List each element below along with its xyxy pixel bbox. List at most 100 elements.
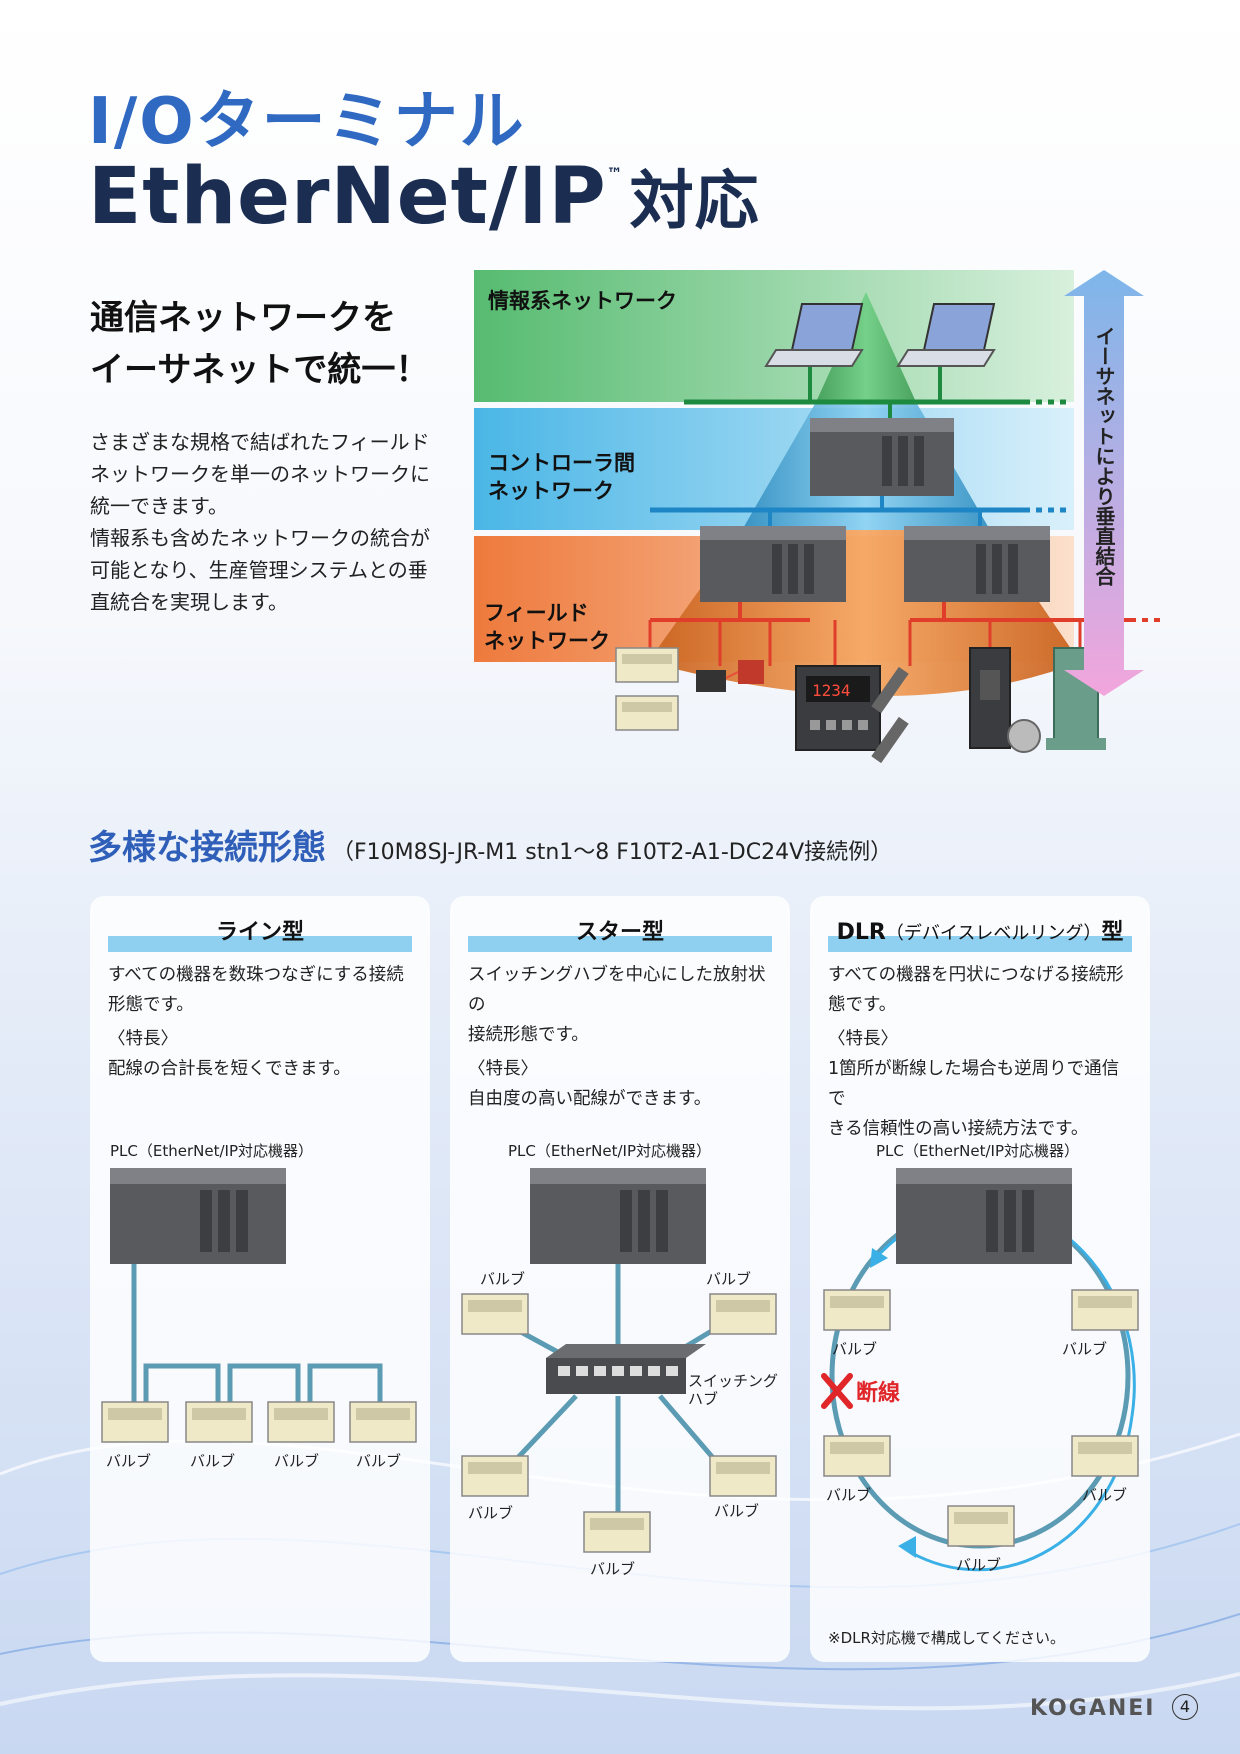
laptop-icon (764, 303, 864, 367)
valve-manifold-icon (583, 1511, 651, 1553)
valve-label: バルブ (468, 1504, 513, 1522)
break-label: 断線 (856, 1380, 900, 1406)
panel-dlr-feature-label: 〈特長〉 (828, 1029, 898, 1049)
valve-manifold-icon (267, 1401, 335, 1443)
layer-info-label: 情報系ネットワーク (488, 289, 677, 313)
panel-dlr-feature-text: きる信頼性の高い接続方法です。 (828, 1119, 1089, 1139)
page-number: 4 (1172, 1694, 1198, 1720)
panel-line-feature-text: 配線の合計長を短くできます。 (108, 1059, 351, 1079)
lead-line-1: 通信ネットワークを (90, 298, 396, 338)
lead-heading: 通信ネットワークを イーサネットで統一！ (90, 292, 429, 396)
plc-icon (530, 1168, 706, 1264)
valve-manifold-icon (615, 695, 679, 731)
section-title-sub: （F10M8SJ-JR-M1 stn1〜8 F10T2-A1-DC24V接続例） (332, 840, 893, 865)
break-x-icon (821, 1373, 853, 1409)
valve-manifold-icon (349, 1401, 417, 1443)
valve-manifold-icon (823, 1289, 891, 1331)
plc-icon (896, 1168, 1072, 1264)
valve-label: バルブ (1062, 1340, 1107, 1358)
layer-controller-label-2: ネットワーク (488, 479, 614, 503)
layer-controller-label-1: コントローラ間 (488, 451, 635, 475)
panel-star-feature-text: 自由度の高い配線ができます。 (468, 1089, 712, 1109)
panel-line-desc-line: すべての機器を数珠つなぎにする接続 (108, 965, 404, 985)
valve-label: バルブ (590, 1560, 635, 1578)
valve-label: バルブ (106, 1452, 151, 1470)
lead-line-2: イーサネットで統一！ (90, 350, 430, 390)
valve-label: バルブ (956, 1556, 1001, 1574)
intro-body-line: 統一できます。 (90, 494, 228, 518)
valve-manifold-icon (947, 1505, 1015, 1547)
vertical-integration-label: イーサネットにより垂直結合 (1092, 326, 1116, 586)
valve-manifold-icon (709, 1293, 777, 1335)
plc-icon (700, 526, 846, 602)
section-title-main: 多様な接続形態 (88, 828, 326, 868)
hub-label-2: ハブ (688, 1390, 718, 1408)
layer-field-label-1: フィールド (484, 601, 589, 625)
koganei-logo: KOGANEI (1030, 1696, 1156, 1721)
panel-line-desc-line: 形態です。 (108, 995, 194, 1015)
pyramid-top (816, 292, 916, 402)
panel-line-title-text: ライン型 (215, 920, 304, 945)
panel-dlr-desc: すべての機器を円状につなげる接続形 態です。 〈特長〉 1箇所が断線した場合も逆… (828, 960, 1136, 1144)
intro-body-line: 可能となり、生産管理システムとの垂 (90, 558, 428, 582)
robot-arm-icon (1046, 647, 1106, 750)
page-title-ethernet-ip: EtherNet/IP™ 対応 (88, 150, 760, 242)
servo-driver-icon (969, 647, 1041, 753)
panel-line-topology: ライン型 すべての機器を数珠つなぎにする接続 形態です。 〈特長〉 配線の合計長… (90, 896, 430, 1662)
panel-line-desc: すべての機器を数珠つなぎにする接続 形態です。 〈特長〉 配線の合計長を短くでき… (108, 960, 416, 1084)
panel-star-title-text: スター型 (575, 920, 664, 945)
valve-manifold-icon (461, 1455, 529, 1497)
valve-label: バルブ (274, 1452, 319, 1470)
valve-manifold-icon (615, 647, 679, 683)
proximity-sensor-icon (871, 666, 909, 764)
panel-star-topology: スター型 スイッチングハブを中心にした放射状の 接続形態です。 〈特長〉 自由度… (450, 896, 790, 1662)
network-hierarchy-diagram: 1234 情報系ネットワーク コントローラ間 ネットワーク フィールド ネットワ… (474, 270, 1160, 764)
title-suffix: 対応 (629, 165, 760, 239)
valve-label: バルブ (714, 1502, 759, 1520)
valve-label: バルブ (826, 1486, 871, 1504)
plc-icon (110, 1168, 286, 1264)
intro-body-line: さまざまな規格で結ばれたフィールド (90, 430, 430, 454)
panel-dlr-desc-line: すべての機器を円状につなげる接続形 (828, 965, 1124, 985)
svg-text:1234: 1234 (812, 681, 851, 700)
valve-label: バルブ (356, 1452, 401, 1470)
temperature-controller-icon: 1234 (795, 665, 881, 751)
plc-label: PLC（EtherNet/IP対応機器） (110, 1142, 313, 1160)
brand-ethernet-ip: EtherNet/IP (88, 152, 607, 242)
intro-body-line: 情報系も含めたネットワークの統合が (90, 526, 430, 550)
valve-manifold-icon (709, 1455, 777, 1497)
panel-dlr-title: DLR（デバイスレベルリング）型 (828, 914, 1132, 952)
panel-star-desc-line: スイッチングハブを中心にした放射状の (468, 965, 766, 1015)
valve-manifold-icon (185, 1401, 253, 1443)
valve-manifold-icon (823, 1435, 891, 1477)
valve-label: バルブ (190, 1452, 235, 1470)
hub-label-1: スイッチング (688, 1372, 778, 1390)
panel-dlr-title-end: 型 (1101, 920, 1124, 945)
valve-label: バルブ (1082, 1486, 1127, 1504)
valve-label: バルブ (706, 1270, 751, 1288)
trademark-mark: ™ (606, 164, 624, 183)
intro-body: さまざまな規格で結ばれたフィールド ネットワークを単一のネットワークに 統一でき… (90, 426, 460, 618)
panel-dlr-title-main: DLR (836, 920, 886, 945)
vertical-integration-arrow (1064, 270, 1144, 696)
dlr-topology-diagram: PLC（EtherNet/IP対応機器） バルブ バルブ バルブ バルブ バルブ… (821, 1142, 1139, 1574)
panel-line-title: ライン型 (108, 914, 412, 952)
intro-body-line: 直統合を実現します。 (90, 590, 288, 614)
panel-line-feature-label: 〈特長〉 (108, 1029, 178, 1049)
line-topology-diagram: PLC（EtherNet/IP対応機器） バルブ バルブ バルブ バルブ (101, 1142, 417, 1470)
switching-hub-icon (546, 1344, 706, 1394)
valve-label: バルブ (832, 1340, 877, 1358)
plc-icon (810, 418, 954, 496)
valve-manifold-icon (1071, 1435, 1139, 1477)
star-topology-diagram: PLC（EtherNet/IP対応機器） スイッチング ハブ バルブ バルブ バ… (461, 1142, 778, 1578)
valve-manifold-icon (101, 1401, 169, 1443)
panel-dlr-feature-text: 1箇所が断線した場合も逆周りで通信で (828, 1059, 1120, 1109)
plc-icon (904, 526, 1050, 602)
valve-manifold-icon (461, 1293, 529, 1335)
panel-dlr-topology: DLR（デバイスレベルリング）型 すべての機器を円状につなげる接続形 態です。 … (810, 896, 1150, 1662)
dlr-note: ※DLR対応機で構成してください。 (828, 1629, 1065, 1647)
panel-star-desc: スイッチングハブを中心にした放射状の 接続形態です。 〈特長〉 自由度の高い配線… (468, 960, 776, 1114)
layer-field-label-2: ネットワーク (484, 629, 610, 653)
section-title: 多様な接続形態（F10M8SJ-JR-M1 stn1〜8 F10T2-A1-DC… (88, 820, 892, 869)
panel-star-desc-line: 接続形態です。 (468, 1025, 589, 1045)
